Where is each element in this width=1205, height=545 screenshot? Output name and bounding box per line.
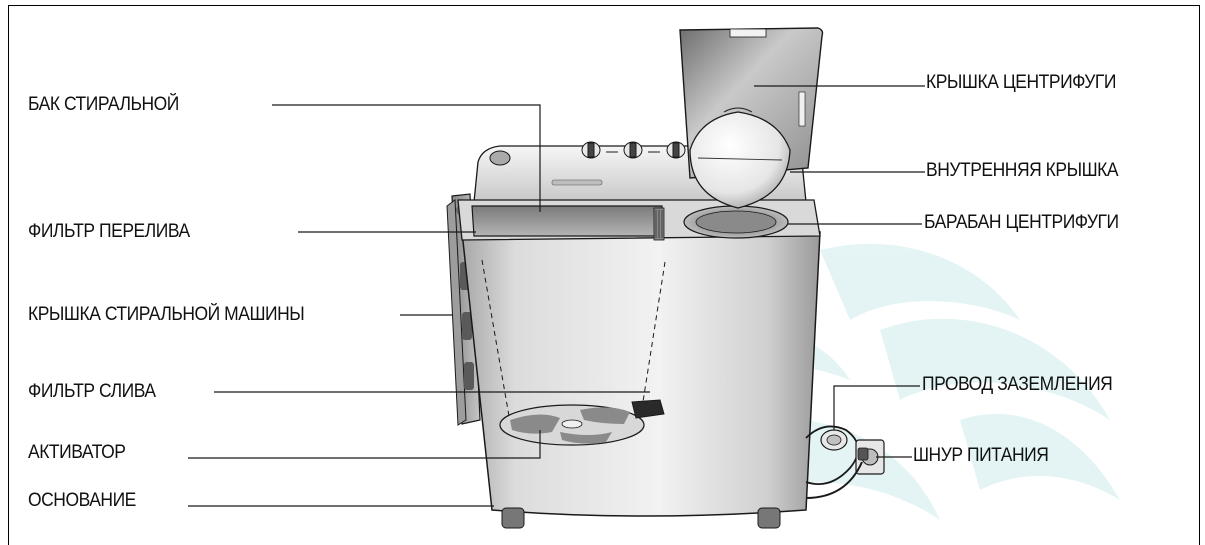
leader-wash-tub <box>272 104 541 212</box>
leader-ground-wire <box>833 385 920 430</box>
wash-tub-opening <box>471 205 663 237</box>
label-overflow-filter: ФИЛЬТР ПЕРЕЛИВА <box>28 221 190 242</box>
pulsator-part <box>499 404 645 446</box>
control-knobs <box>581 141 686 159</box>
leader-pulsator <box>188 430 541 459</box>
internal-dashed-lines <box>481 259 666 423</box>
spin-drum-part <box>683 205 789 239</box>
label-drain-filter: ФИЛЬТР СЛИВА <box>28 381 156 402</box>
cabinet-feet <box>501 507 781 529</box>
inner-lid-part <box>689 107 791 209</box>
frame-left-border <box>8 5 9 545</box>
drain-filter-part <box>631 399 665 419</box>
label-pulsator: АКТИВАТОР <box>28 442 126 463</box>
frame-top-border <box>8 5 1200 6</box>
power-outlet-part <box>805 439 885 499</box>
label-base: ОСНОВАНИЕ <box>28 490 136 511</box>
label-washer-lid: КРЫШКА СТИРАЛЬНОЙ МАШИНЫ <box>28 304 305 325</box>
cabinet-body <box>461 231 821 517</box>
ground-wire-part <box>805 425 859 486</box>
frame-right-border <box>1199 5 1200 545</box>
label-spin-lid: КРЫШКА ЦЕНТРИФУГИ <box>926 72 1116 93</box>
label-wash-tub: БАК СТИРАЛЬНОЙ <box>28 94 179 115</box>
label-ground-wire: ПРОВОД ЗАЗЕМЛЕНИЯ <box>922 374 1113 395</box>
leader-lines <box>188 85 925 507</box>
label-inner-lid: ВНУТРЕННЯЯ КРЫШКА <box>926 160 1119 181</box>
label-spin-drum: БАРАБАН ЦЕНТРИФУГИ <box>924 212 1119 233</box>
label-power-cord: ШНУР ПИТАНИЯ <box>913 445 1049 466</box>
